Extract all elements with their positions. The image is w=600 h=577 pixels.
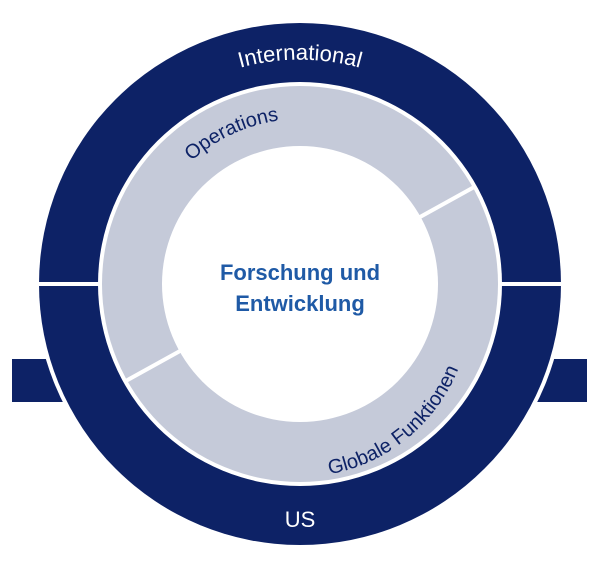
inner-divider-lower-left <box>123 349 181 384</box>
center-title-line2: Entwicklung <box>235 291 365 316</box>
outer-divider-right <box>498 282 564 286</box>
us-label: US <box>285 507 316 532</box>
center-title-line1: Forschung und <box>220 260 380 285</box>
inner-divider-upper-right <box>419 184 477 219</box>
center-circle <box>162 146 438 422</box>
outer-divider-left <box>36 282 102 286</box>
